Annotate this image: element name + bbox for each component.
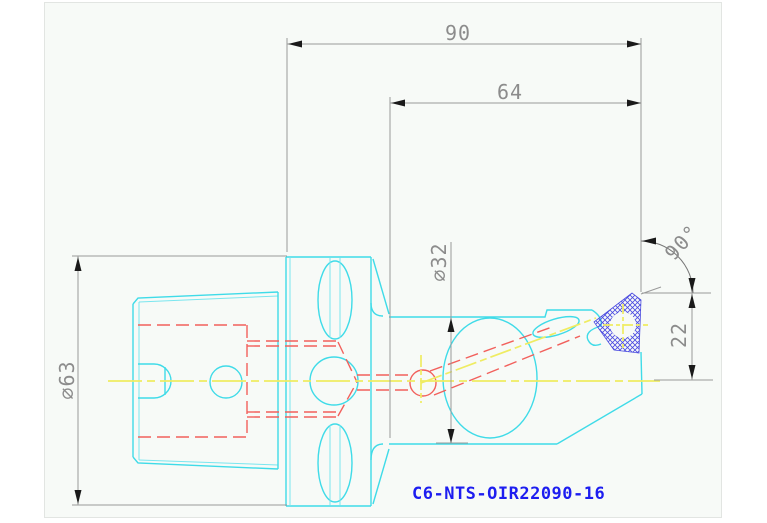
cutting-insert: [593, 292, 642, 354]
dimension-22: 22: [642, 278, 713, 381]
shank-hole: [209, 365, 243, 399]
body-outline: [389, 309, 643, 445]
dim-63-label: ⌀63: [55, 360, 79, 399]
coolant-bend: [409, 369, 437, 397]
dimension-angle-90: 90°: [640, 220, 704, 295]
dimension-90: 90: [286, 21, 642, 292]
shank-outline: [132, 291, 279, 470]
drawing-sheet: [44, 2, 722, 518]
hidden-bore-lines: [138, 324, 581, 438]
flange-groove-bottom: [317, 423, 353, 503]
centerlines: [108, 304, 660, 403]
coolant-exit: [532, 315, 580, 339]
coolant-centerline: [420, 317, 597, 384]
dimension-63: ⌀63: [55, 255, 287, 506]
dimension-64: 64: [389, 80, 641, 438]
dim-32-label: ⌀32: [427, 242, 451, 281]
part-number-label: C6-NTS-OIR22090-16: [412, 484, 605, 504]
dimension-32: ⌀32: [427, 242, 468, 444]
dim-22-label: 22: [667, 322, 691, 348]
flange-groove-top: [317, 260, 353, 340]
dim-angle-label: 90°: [660, 220, 704, 265]
dim-90-label: 90: [445, 21, 471, 45]
dim-64-label: 64: [497, 80, 523, 104]
head-sphere: [442, 317, 538, 439]
